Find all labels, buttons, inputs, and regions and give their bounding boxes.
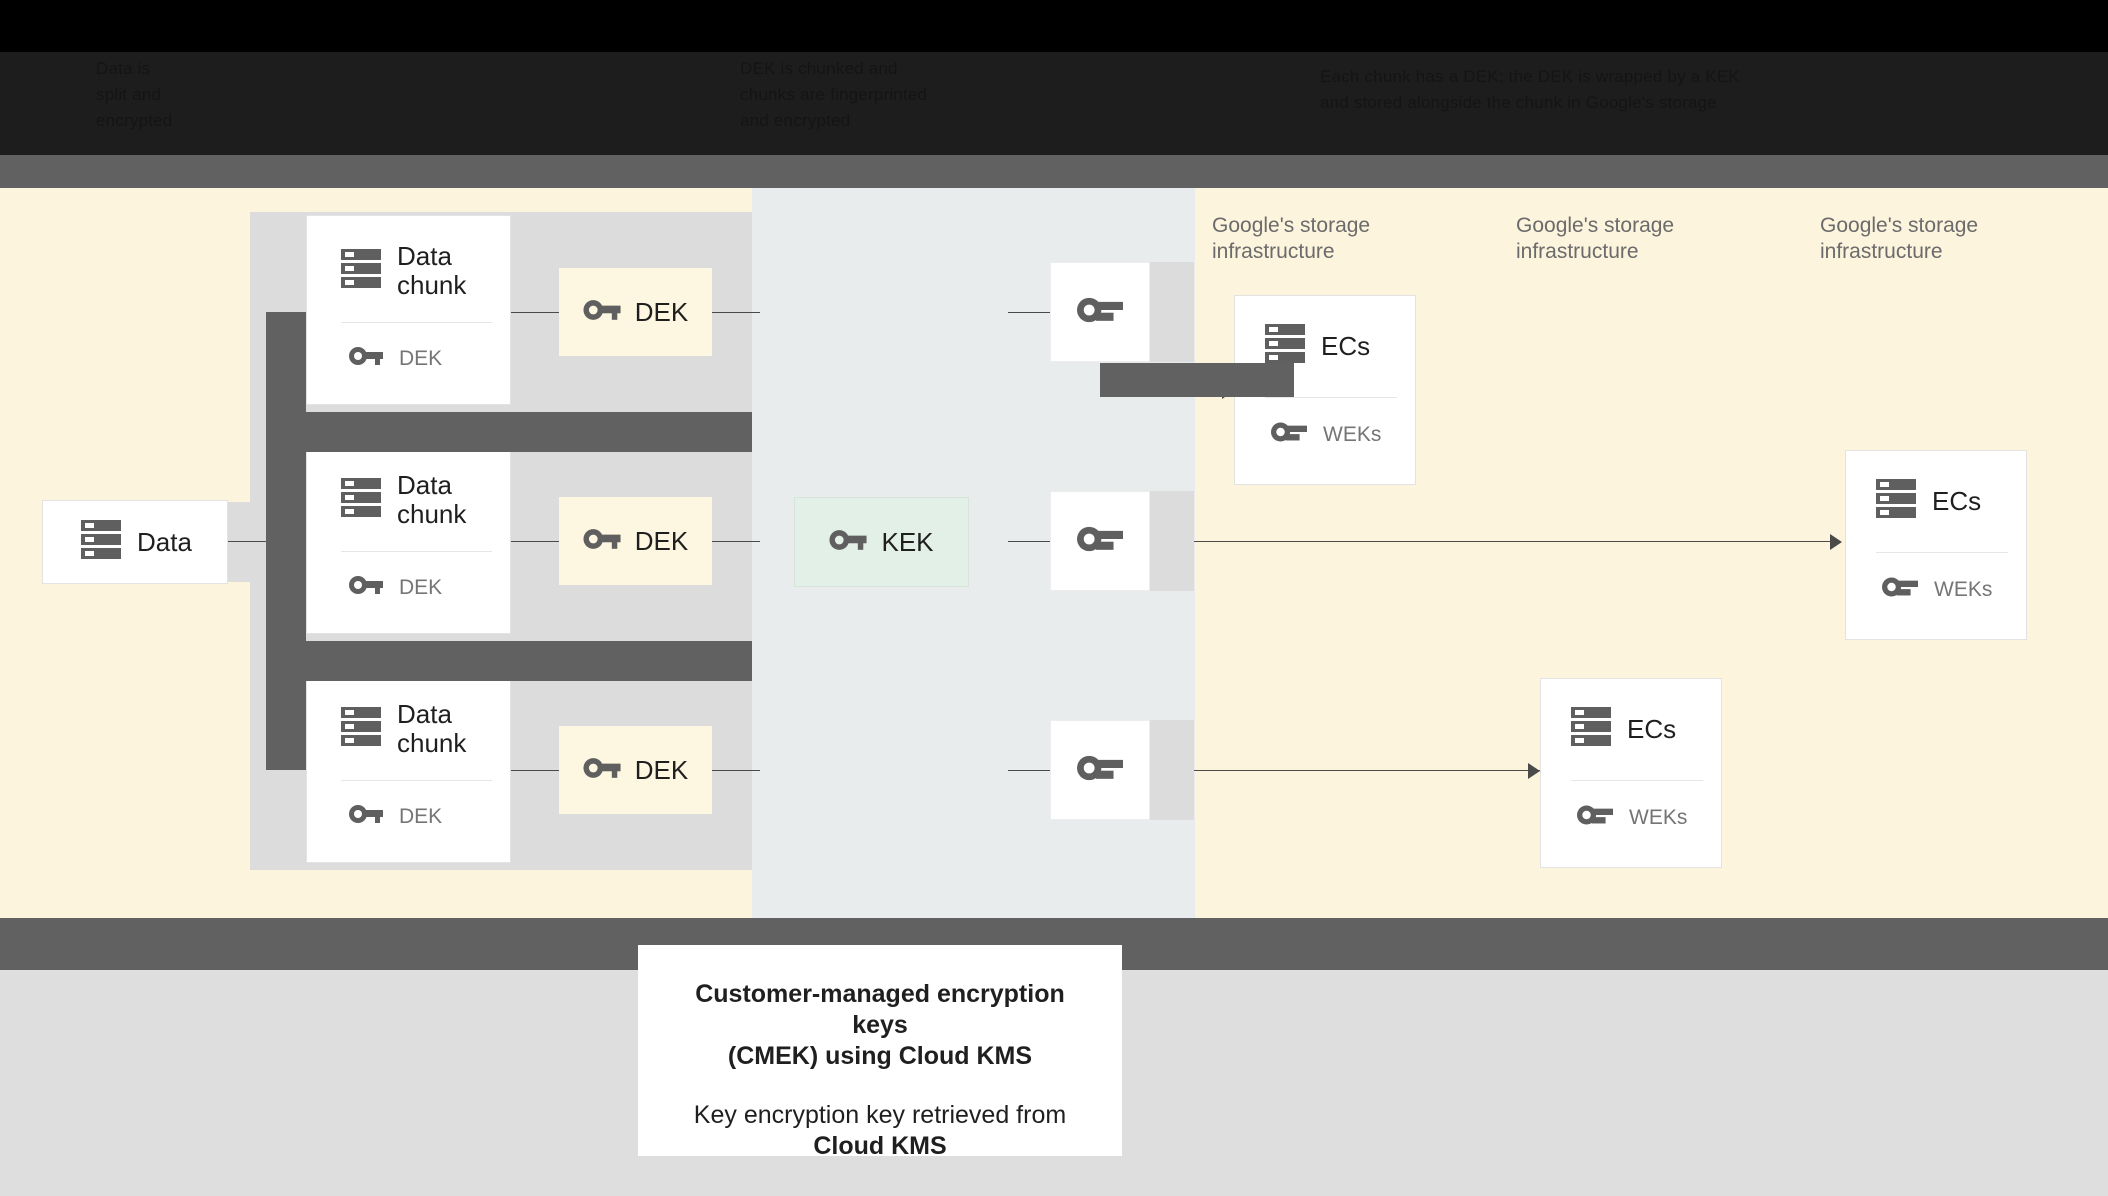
ecs-card-3[interactable]: ECs WEKs	[1540, 678, 1722, 868]
connector-wek3-to-ecs3	[1160, 770, 1540, 771]
card-divider	[341, 322, 492, 323]
card-divider	[1876, 552, 2008, 553]
chunk-card-title: Data chunk	[397, 699, 467, 758]
card-divider	[341, 780, 492, 781]
storage-icon	[341, 705, 381, 754]
connector-chunk3-to-dek3	[511, 770, 559, 771]
data-source-label: Data	[137, 526, 192, 557]
caption-line-2: (CMEK) using Cloud KMS	[727, 1042, 1033, 1070]
kek-chip-label: KEK	[881, 526, 934, 557]
arrowhead-ecs2	[1830, 534, 1842, 550]
ecs-card-title: ECs	[1321, 331, 1371, 361]
key-icon	[1882, 575, 1918, 604]
header-text-block-1: Data is split and encrypted	[96, 59, 173, 130]
redaction-block-horizontal-2	[266, 641, 752, 681]
kek-chip[interactable]: KEK	[794, 497, 969, 587]
wrapped-key-box-1[interactable]	[1050, 262, 1150, 362]
chunk-card-key-label: DEK	[399, 804, 443, 828]
key-icon	[1077, 753, 1123, 788]
key-icon	[583, 298, 621, 327]
ecs-card-key-label: WEKs	[1934, 577, 1993, 601]
key-icon	[349, 574, 383, 601]
ecs-card-2[interactable]: ECs WEKs	[1845, 450, 2027, 640]
chunk-card-3[interactable]: Data chunk DEK	[306, 673, 511, 863]
storage-icon	[341, 476, 381, 525]
dek-chip-2[interactable]: DEK	[559, 497, 712, 585]
connector-kek-to-wek1	[1008, 312, 1070, 313]
chunk-card-1[interactable]: Data chunk DEK	[306, 215, 511, 405]
header-black-band	[0, 0, 2108, 52]
key-icon	[349, 803, 383, 830]
column-heading-2: Google's storage infrastructure	[1516, 214, 1675, 263]
header-obscured-text-band: Data is split and encrypted DEK is chunk…	[0, 52, 2108, 155]
header-divider-bar	[0, 155, 2108, 188]
connector-dek3-out	[712, 770, 760, 771]
redaction-block-arrow	[1100, 363, 1294, 397]
ecs-card-title: ECs	[1932, 486, 1982, 516]
key-icon	[583, 756, 621, 785]
ecs-card-key-label: WEKs	[1629, 805, 1688, 829]
dek-chip-label: DEK	[634, 296, 689, 327]
card-divider	[341, 551, 492, 552]
connector-wek2-to-ecs2	[1160, 541, 1840, 542]
chunk-card-title: Data chunk	[397, 241, 467, 300]
connector-chunk1-to-dek1	[511, 312, 559, 313]
storage-icon	[1265, 322, 1305, 371]
key-icon	[1077, 524, 1123, 559]
data-source-card[interactable]: Data	[42, 500, 228, 584]
key-icon	[349, 345, 383, 372]
header-text-block-2: DEK is chunked and chunks are fingerprin…	[740, 59, 928, 130]
caption-line-1: Customer-managed encryption keys	[695, 980, 1065, 1039]
arrowhead-ecs3	[1528, 763, 1540, 779]
ecs-card-title: ECs	[1627, 714, 1677, 744]
card-divider	[1265, 397, 1397, 398]
dek-chip-1[interactable]: DEK	[559, 268, 712, 356]
dek-chip-label: DEK	[634, 525, 689, 556]
storage-icon	[341, 247, 381, 296]
key-icon	[829, 528, 868, 557]
wrapped-key-box-3[interactable]	[1050, 720, 1150, 820]
storage-icon	[1876, 477, 1916, 526]
key-icon	[583, 527, 621, 556]
connector-kek-to-wek3	[1008, 770, 1070, 771]
ecs-card-key-label: WEKs	[1323, 422, 1382, 446]
dek-chip-3[interactable]: DEK	[559, 726, 712, 814]
key-icon	[1271, 420, 1307, 449]
connector-dek1-out	[712, 312, 760, 313]
key-icon	[1577, 803, 1613, 832]
caption-card: Customer-managed encryption keys (CMEK) …	[638, 945, 1122, 1160]
caption-line-4: Cloud KMS	[813, 1132, 947, 1160]
connector-dek2-out	[712, 541, 760, 542]
header-text-block-3: Each chunk has a DEK; the DEK is wrapped…	[1320, 67, 1740, 112]
caption-line-3: Key encryption key retrieved from	[693, 1101, 1067, 1129]
redaction-block-horizontal-1	[266, 412, 752, 452]
chunk-card-key-label: DEK	[399, 346, 443, 370]
redaction-block-vertical	[266, 312, 306, 770]
column-heading-3: Google's storage infrastructure	[1820, 214, 1979, 263]
column-heading-1: Google's storage infrastructure	[1212, 214, 1371, 263]
key-icon	[1077, 295, 1123, 330]
connector-chunk2-to-dek2	[511, 541, 559, 542]
chunk-card-2[interactable]: Data chunk DEK	[306, 444, 511, 634]
chunk-card-title: Data chunk	[397, 470, 467, 529]
storage-icon	[1571, 705, 1611, 754]
storage-icon	[81, 518, 121, 567]
connector-kek-to-wek2	[1008, 541, 1070, 542]
wrapped-key-box-2[interactable]	[1050, 491, 1150, 591]
dek-chip-label: DEK	[634, 754, 689, 785]
card-divider	[1571, 780, 1703, 781]
chunk-card-key-label: DEK	[399, 575, 443, 599]
